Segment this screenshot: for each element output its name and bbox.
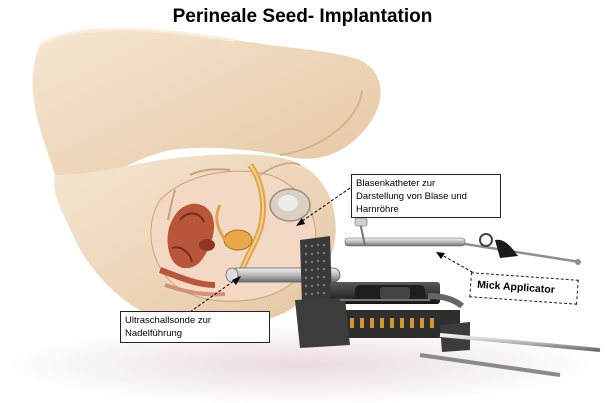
ultrasound-label-line-2: Nadelführung — [125, 328, 183, 339]
leader-applicator — [439, 253, 491, 283]
catheter-label: Blasenkatheter zur Darstellung von Blase… — [351, 174, 501, 218]
needle-template — [300, 236, 332, 305]
ultrasound-label: Ultraschallsonde zur Nadelführung — [120, 311, 270, 343]
ultrasound-label-line-1: Ultraschallsonde zur — [125, 315, 212, 326]
diagram-title: Perineale Seed- Implantation — [172, 6, 433, 27]
catheter-label-line-3: Harnröhre — [356, 204, 399, 215]
mick-applicator — [344, 217, 581, 265]
catheter-label-line-2: Darstellung von Blase und — [356, 191, 467, 202]
leg-shape — [32, 29, 381, 195]
leader-catheter — [297, 187, 351, 225]
prostate — [223, 229, 253, 251]
catheter-label-line-1: Blasenkatheter zur — [356, 178, 436, 189]
stepper-stand — [295, 282, 601, 377]
